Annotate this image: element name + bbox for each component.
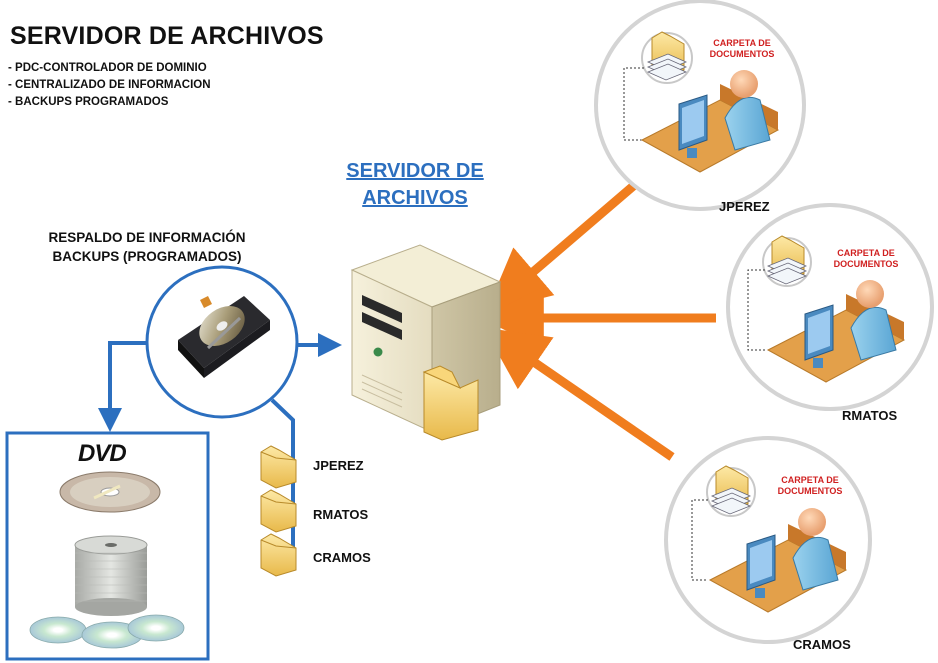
backup-label-line2: BACKUPS (PROGRAMADOS) <box>52 249 242 264</box>
client-name: JPEREZ <box>719 199 770 214</box>
doc-folder-caption: CARPETA DE DOCUMENTOS <box>702 38 782 60</box>
server-tower-icon <box>350 244 502 433</box>
doc-folder-caption: CARPETA DE DOCUMENTOS <box>770 475 850 497</box>
backup-label-line1: RESPALDO DE INFORMACIÓN <box>48 230 246 245</box>
cd-spindle-icon <box>29 535 185 649</box>
doc-folder-caption-line1: CARPETA DE <box>713 38 771 48</box>
shared-folder-icon-rmatos <box>260 489 297 533</box>
shared-folder-label: CRAMOS <box>313 550 371 565</box>
shared-folder-icon-jperez <box>260 445 297 489</box>
feature-item: - BACKUPS PROGRAMADOS <box>8 96 169 108</box>
doc-folder-caption-line1: CARPETA DE <box>837 248 895 258</box>
dvd-disc-icon <box>59 471 161 513</box>
doc-folder-bubble-icon <box>706 465 756 517</box>
backup-hdd-node <box>145 265 299 419</box>
doc-folder-caption-line1: CARPETA DE <box>781 475 839 485</box>
server-label-line1: SERVIDOR DE <box>346 160 484 182</box>
feature-list: - PDC-CONTROLADOR DE DOMINIO - CENTRALIZ… <box>8 60 211 111</box>
doc-folder-caption-line2: DOCUMENTOS <box>709 49 775 59</box>
workstation-icon <box>640 70 780 173</box>
arrow-hdd-to-dvd <box>98 341 158 432</box>
doc-folder-bubble-icon <box>641 31 693 84</box>
client-node-rmatos <box>726 203 934 411</box>
arrow-jperez-to-server <box>486 172 648 313</box>
feature-item: - PDC-CONTROLADOR DE DOMINIO <box>8 62 207 74</box>
hard-disk-icon <box>178 296 270 378</box>
dvd-logo: DVD <box>78 440 127 467</box>
shared-folder-label: RMATOS <box>313 507 369 522</box>
workstation-icon <box>766 280 906 383</box>
client-name: RMATOS <box>842 408 898 423</box>
client-node-cramos <box>664 436 872 644</box>
feature-item: - CENTRALIZADO DE INFORMACION <box>8 79 211 91</box>
client-name: CRAMOS <box>793 637 851 652</box>
backup-label: RESPALDO DE INFORMACIÓN BACKUPS (PROGRAM… <box>12 228 282 266</box>
doc-folder-caption-line2: DOCUMENTOS <box>833 259 899 269</box>
doc-folder-caption: CARPETA DE DOCUMENTOS <box>826 248 906 270</box>
page-title: SERVIDOR DE ARCHIVOS <box>10 22 324 50</box>
server-label: SERVIDOR DE ARCHIVOS <box>322 158 508 212</box>
server-label-line2: ARCHIVOS <box>362 187 468 209</box>
arrow-cramos-to-server <box>483 327 675 461</box>
shared-folder-label: JPEREZ <box>313 458 364 473</box>
shared-folder-icon-cramos <box>260 533 297 577</box>
workstation-icon <box>708 508 848 613</box>
doc-folder-bubble-icon <box>762 235 812 287</box>
server-folder-icon <box>422 365 479 441</box>
client-node-jperez <box>594 0 806 211</box>
doc-folder-caption-line2: DOCUMENTOS <box>777 486 843 496</box>
